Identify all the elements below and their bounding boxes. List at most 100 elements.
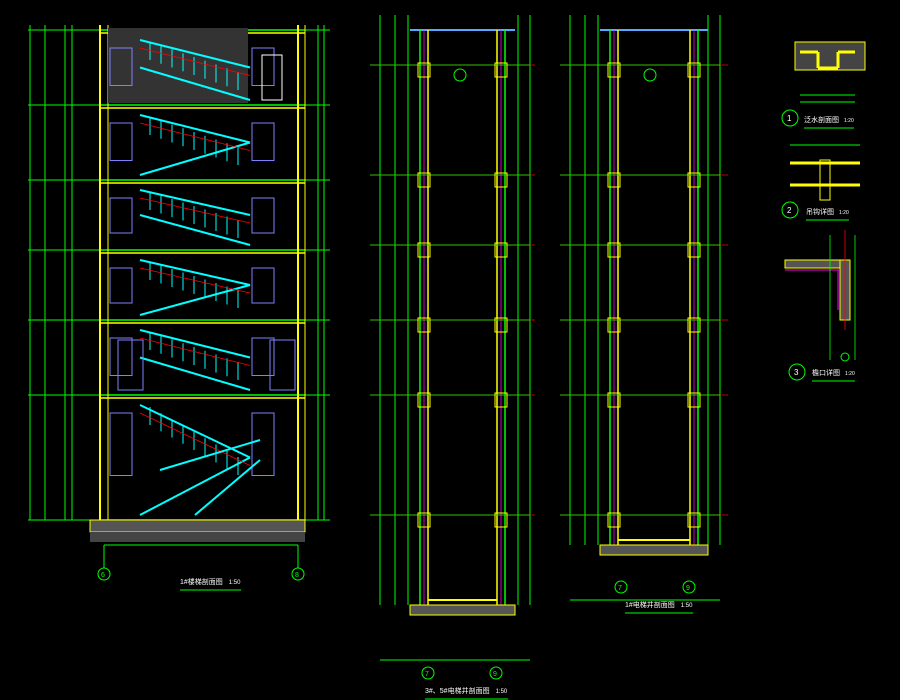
- window-opening: [251, 337, 275, 376]
- ring-beam: [417, 172, 431, 188]
- detail-bubble-1: 1: [787, 114, 792, 123]
- shaft-a-caption: 3#、5#电梯井剖面图 1:50: [425, 686, 508, 695]
- ring-beam: [494, 512, 508, 528]
- stair-outline: [139, 267, 251, 294]
- stair-section-view: [28, 25, 330, 568]
- axis-bubble: [840, 352, 850, 362]
- hook-bar: [819, 159, 831, 201]
- ring-beam: [607, 392, 621, 408]
- window-opening: [109, 197, 133, 234]
- window-opening: [109, 337, 133, 376]
- pit-slab: [599, 544, 709, 556]
- stair-flight: [139, 189, 251, 216]
- slab-hatch: [794, 41, 866, 71]
- shaft-b-caption: 1#电梯井剖面图 1:50: [625, 600, 693, 609]
- stair-flight: [139, 356, 251, 391]
- ring-beam: [607, 172, 621, 188]
- ring-beam: [494, 62, 508, 78]
- stair-outline: [139, 197, 251, 224]
- stair-flight: [139, 284, 251, 316]
- hoist-hook: [643, 68, 657, 82]
- ring-beam: [687, 512, 701, 528]
- ring-beam: [687, 317, 701, 333]
- hoist-hook: [453, 68, 467, 82]
- ring-beam: [417, 62, 431, 78]
- stair-flight: [139, 259, 251, 286]
- detail-2-scale: 1:20: [839, 210, 849, 216]
- ring-beam: [607, 242, 621, 258]
- stair-flight: [139, 404, 251, 459]
- stair-flight: [159, 439, 261, 471]
- shaft-b-scale: 1:50: [681, 603, 693, 609]
- detail-3-scale: 1:20: [845, 371, 855, 377]
- axis-bubble-9b: 9: [686, 585, 690, 592]
- window-opening: [109, 47, 133, 86]
- stair-flight: [139, 39, 251, 69]
- ring-beam: [687, 62, 701, 78]
- foundation-hatch: [90, 532, 305, 542]
- ring-beam: [417, 317, 431, 333]
- eave-slab: [784, 259, 848, 269]
- stair-outline: [139, 47, 251, 76]
- window-opening: [251, 47, 275, 86]
- window-opening: [109, 412, 133, 476]
- foundation: [89, 519, 306, 533]
- ring-beam: [687, 172, 701, 188]
- elevator-shaft-section-a: [370, 15, 535, 661]
- ring-beam: [607, 62, 621, 78]
- axis-bubble-7a: 7: [425, 671, 429, 678]
- window-opening: [109, 267, 133, 304]
- pit-slab: [409, 604, 516, 616]
- axis-bubble-6: 6: [101, 572, 105, 579]
- ring-beam: [494, 172, 508, 188]
- shaft-b-title: 1#电梯井剖面图: [625, 600, 675, 609]
- elevator-shaft-section-b: [560, 15, 728, 601]
- stair-flight: [139, 456, 251, 516]
- window-opening: [109, 122, 133, 161]
- ring-beam: [494, 242, 508, 258]
- door: [269, 339, 296, 391]
- ring-beam: [687, 242, 701, 258]
- stair-flight: [139, 141, 251, 176]
- ring-beam: [607, 512, 621, 528]
- ring-beam: [417, 512, 431, 528]
- roof-hatch: [108, 28, 248, 103]
- ring-beam: [687, 392, 701, 408]
- window-opening: [251, 197, 275, 234]
- stair-outline: [139, 337, 251, 366]
- ring-beam: [494, 317, 508, 333]
- shaft-a-scale: 1:50: [496, 689, 508, 695]
- detail-2-caption: 吊钩详图 1:20: [806, 207, 849, 216]
- door: [117, 339, 144, 391]
- door: [261, 54, 283, 101]
- detail-2-title: 吊钩详图: [806, 207, 834, 216]
- detail-bubble-3: 3: [794, 368, 799, 377]
- stair-flight: [139, 214, 251, 246]
- axis-bubble-9a: 9: [493, 671, 497, 678]
- window-opening: [251, 267, 275, 304]
- stair-flight: [139, 66, 251, 101]
- ring-beam: [494, 392, 508, 408]
- detail-1-caption: 泛水剖面图 1:20: [804, 115, 854, 124]
- detail-bubble-2: 2: [787, 206, 792, 215]
- ring-beam: [417, 392, 431, 408]
- stair-section-scale: 1:50: [229, 580, 241, 586]
- axis-bubble-8: 8: [295, 572, 299, 579]
- stair-outline: [139, 412, 251, 466]
- stair-flight: [139, 329, 251, 359]
- stair-flight: [139, 114, 251, 144]
- stair-flight: [194, 459, 261, 516]
- detail-1-scale: 1:20: [844, 118, 854, 124]
- detail-1-title: 泛水剖面图: [804, 115, 839, 124]
- window-opening: [251, 412, 275, 476]
- axis-bubble-7b: 7: [618, 585, 622, 592]
- stair-section-caption: 1#楼梯剖面图 1:50: [180, 577, 241, 586]
- shaft-a-title: 3#、5#电梯井剖面图: [425, 686, 490, 695]
- ring-beam: [607, 317, 621, 333]
- detail-drawings: [180, 41, 866, 700]
- window-opening: [251, 122, 275, 161]
- stair-section-title: 1#楼梯剖面图: [180, 577, 223, 586]
- stair-outline: [139, 122, 251, 151]
